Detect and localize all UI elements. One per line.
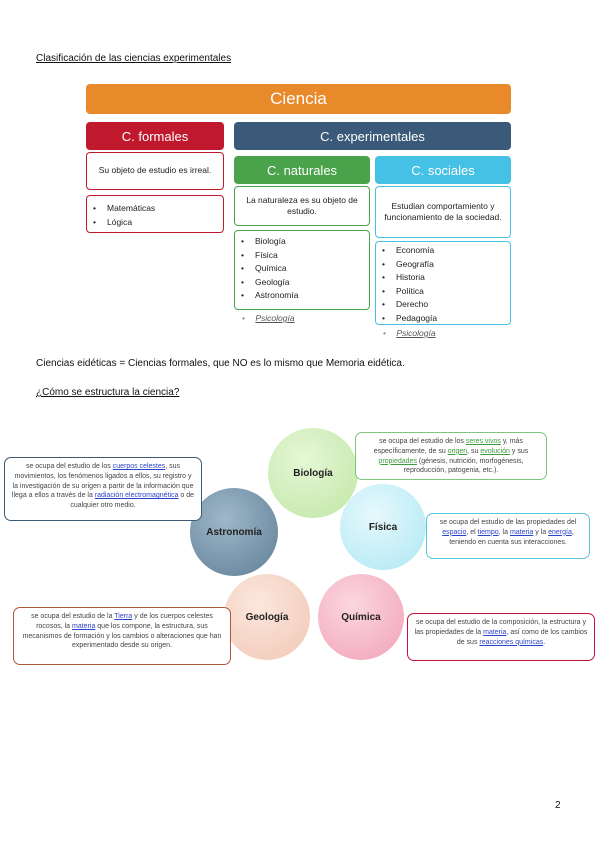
sociales-bar: C. sociales bbox=[375, 156, 511, 184]
naturales-extra: • Psicología bbox=[242, 313, 295, 323]
list-item: Matemáticas bbox=[87, 202, 223, 216]
list-item: Astronomía bbox=[235, 289, 369, 303]
link-materia[interactable]: materia bbox=[509, 528, 534, 536]
bullet-icon: • bbox=[383, 328, 386, 338]
list-item: Química bbox=[235, 262, 369, 276]
list-item: Geografía bbox=[376, 258, 510, 272]
link-tiempo[interactable]: tiempo bbox=[477, 528, 499, 536]
link-reacciones-quimicas[interactable]: reacciones químicas bbox=[479, 638, 544, 646]
section-heading-classification: Clasificación de las ciencias experiment… bbox=[36, 53, 232, 64]
list-item: Economía bbox=[376, 244, 510, 258]
sociales-description: Estudian comportamiento y funcionamiento… bbox=[375, 186, 511, 238]
sociales-list: Economía Geografía Historia Política Der… bbox=[376, 244, 510, 325]
naturales-list: Biología Física Química Geología Astrono… bbox=[235, 235, 369, 303]
link-materia[interactable]: materia bbox=[483, 628, 507, 636]
naturales-description: La naturaleza es su objeto de estudio. bbox=[234, 186, 370, 226]
page-number: 2 bbox=[555, 800, 561, 811]
list-item: Pedagogía bbox=[376, 312, 510, 326]
formales-list-box: Matemáticas Lógica bbox=[86, 195, 224, 233]
formales-list: Matemáticas Lógica bbox=[87, 202, 223, 229]
sociales-list-box: Economía Geografía Historia Política Der… bbox=[375, 241, 511, 325]
astronomia-description: se ocupa del estudio de los cuerpos cele… bbox=[4, 457, 202, 521]
link-energia[interactable]: energía bbox=[548, 528, 572, 536]
geologia-description: se ocupa del estudio de la Tierra y de l… bbox=[13, 607, 231, 665]
eideticas-note: Ciencias eidéticas = Ciencias formales, … bbox=[36, 358, 405, 369]
list-item: Política bbox=[376, 285, 510, 299]
list-item: Historia bbox=[376, 271, 510, 285]
fisica-circle: Física bbox=[340, 484, 426, 570]
quimica-description: se ocupa del estudio de la composición, … bbox=[407, 613, 595, 661]
naturales-list-box: Biología Física Química Geología Astrono… bbox=[234, 230, 370, 310]
link-cuerpos-celestes[interactable]: cuerpos celestes bbox=[112, 463, 166, 470]
geologia-circle: Geología bbox=[224, 574, 310, 660]
sociales-extra: • Psicología bbox=[383, 328, 436, 338]
fisica-description: se ocupa del estudio de las propiedades … bbox=[426, 513, 590, 559]
bullet-icon: • bbox=[242, 313, 245, 323]
experimentales-bar: C. experimentales bbox=[234, 122, 511, 150]
astronomia-circle: Astronomía bbox=[190, 488, 278, 576]
list-item: Física bbox=[235, 249, 369, 263]
link-materia[interactable]: materia bbox=[72, 622, 96, 630]
link-seres-vivos[interactable]: seres vivos bbox=[465, 438, 501, 445]
link-origen[interactable]: origen bbox=[447, 447, 468, 455]
naturales-bar: C. naturales bbox=[234, 156, 370, 184]
biologia-description: se ocupa del estudio de los seres vivos … bbox=[355, 432, 547, 480]
link-propiedades[interactable]: propiedades bbox=[378, 457, 417, 465]
biologia-circle: Biología bbox=[268, 428, 358, 518]
sociales-extra-label: Psicología bbox=[396, 328, 436, 338]
list-item: Geología bbox=[235, 276, 369, 290]
link-radiacion-electromagnetica[interactable]: radiación electromagnética bbox=[94, 492, 179, 500]
link-evolucion[interactable]: evolución bbox=[480, 447, 510, 455]
section-heading-structure: ¿Cómo se estructura la ciencia? bbox=[36, 387, 180, 398]
ciencia-bar: Ciencia bbox=[86, 84, 511, 114]
link-tierra[interactable]: Tierra bbox=[114, 613, 133, 620]
formales-description: Su objeto de estudio es irreal. bbox=[86, 152, 224, 190]
list-item: Derecho bbox=[376, 298, 510, 312]
link-espacio[interactable]: espacio bbox=[442, 528, 467, 536]
naturales-extra-label: Psicología bbox=[255, 313, 295, 323]
list-item: Lógica bbox=[87, 216, 223, 230]
quimica-circle: Química bbox=[318, 574, 404, 660]
list-item: Biología bbox=[235, 235, 369, 249]
formales-bar: C. formales bbox=[86, 122, 224, 150]
